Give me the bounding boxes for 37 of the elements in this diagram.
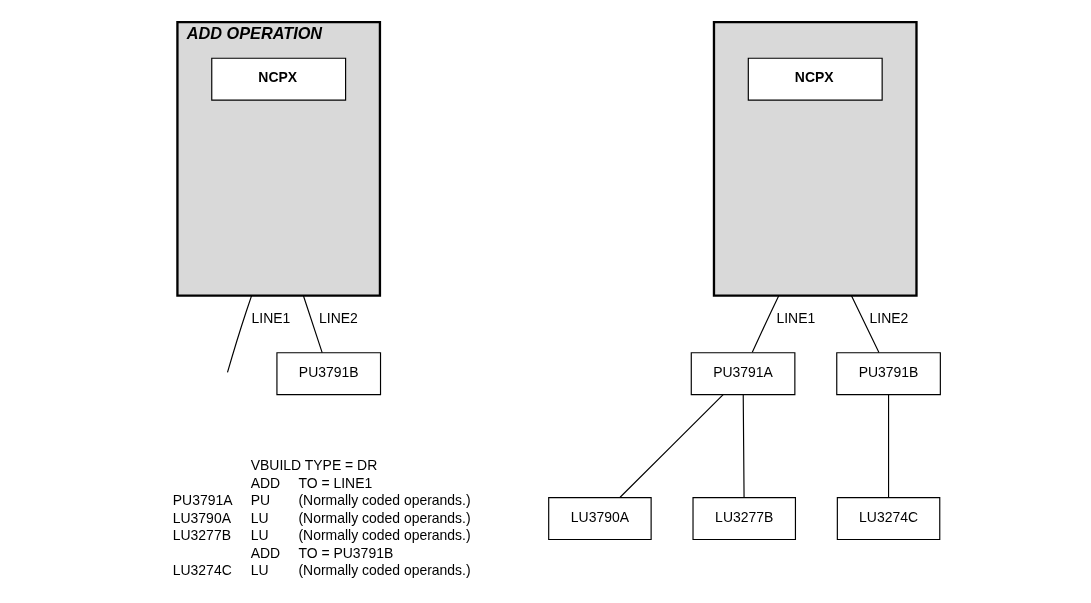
- edge-label: LINE1: [776, 310, 816, 327]
- label: PU: [250, 492, 271, 509]
- connector: [751, 295, 780, 353]
- connector: [742, 394, 745, 498]
- node-box: PU3791A: [690, 352, 796, 396]
- connector: [226, 295, 253, 373]
- label: LU3274C: [172, 562, 232, 579]
- connector: [302, 295, 323, 354]
- label: (Normally coded operands.): [298, 492, 471, 509]
- label: ADD: [250, 544, 281, 561]
- node-box: LU3790A: [548, 497, 652, 541]
- edge-label: LINE1: [251, 310, 291, 327]
- connector: [619, 394, 724, 498]
- connector: [887, 394, 890, 498]
- connector: [850, 295, 880, 354]
- label: TO = PU3791B: [298, 544, 394, 561]
- node-box: PU3791B: [836, 352, 941, 396]
- label: LU3790A: [172, 509, 231, 526]
- node-box: LU3277B: [692, 497, 797, 541]
- label: LU3277B: [172, 527, 231, 544]
- node-box: LU3274C: [836, 497, 941, 541]
- label: (Normally coded operands.): [298, 562, 471, 579]
- label: TO = LINE1: [298, 474, 373, 491]
- label: LU: [250, 562, 269, 579]
- label: (Normally coded operands.): [298, 527, 471, 544]
- label: LU: [250, 527, 269, 544]
- edge-label: LINE2: [319, 310, 358, 327]
- node-box: NCPX: [747, 57, 883, 101]
- label: ADD: [250, 474, 281, 491]
- edge-label: LINE2: [869, 310, 909, 327]
- label: (Normally coded operands.): [298, 509, 471, 526]
- label: VBUILD TYPE = DR: [250, 457, 378, 474]
- cluster: [712, 21, 918, 297]
- node-box: PU3791B: [276, 352, 382, 396]
- label: PU3791A: [172, 492, 233, 509]
- label: LU: [250, 509, 269, 526]
- node-box: NCPX: [211, 57, 347, 101]
